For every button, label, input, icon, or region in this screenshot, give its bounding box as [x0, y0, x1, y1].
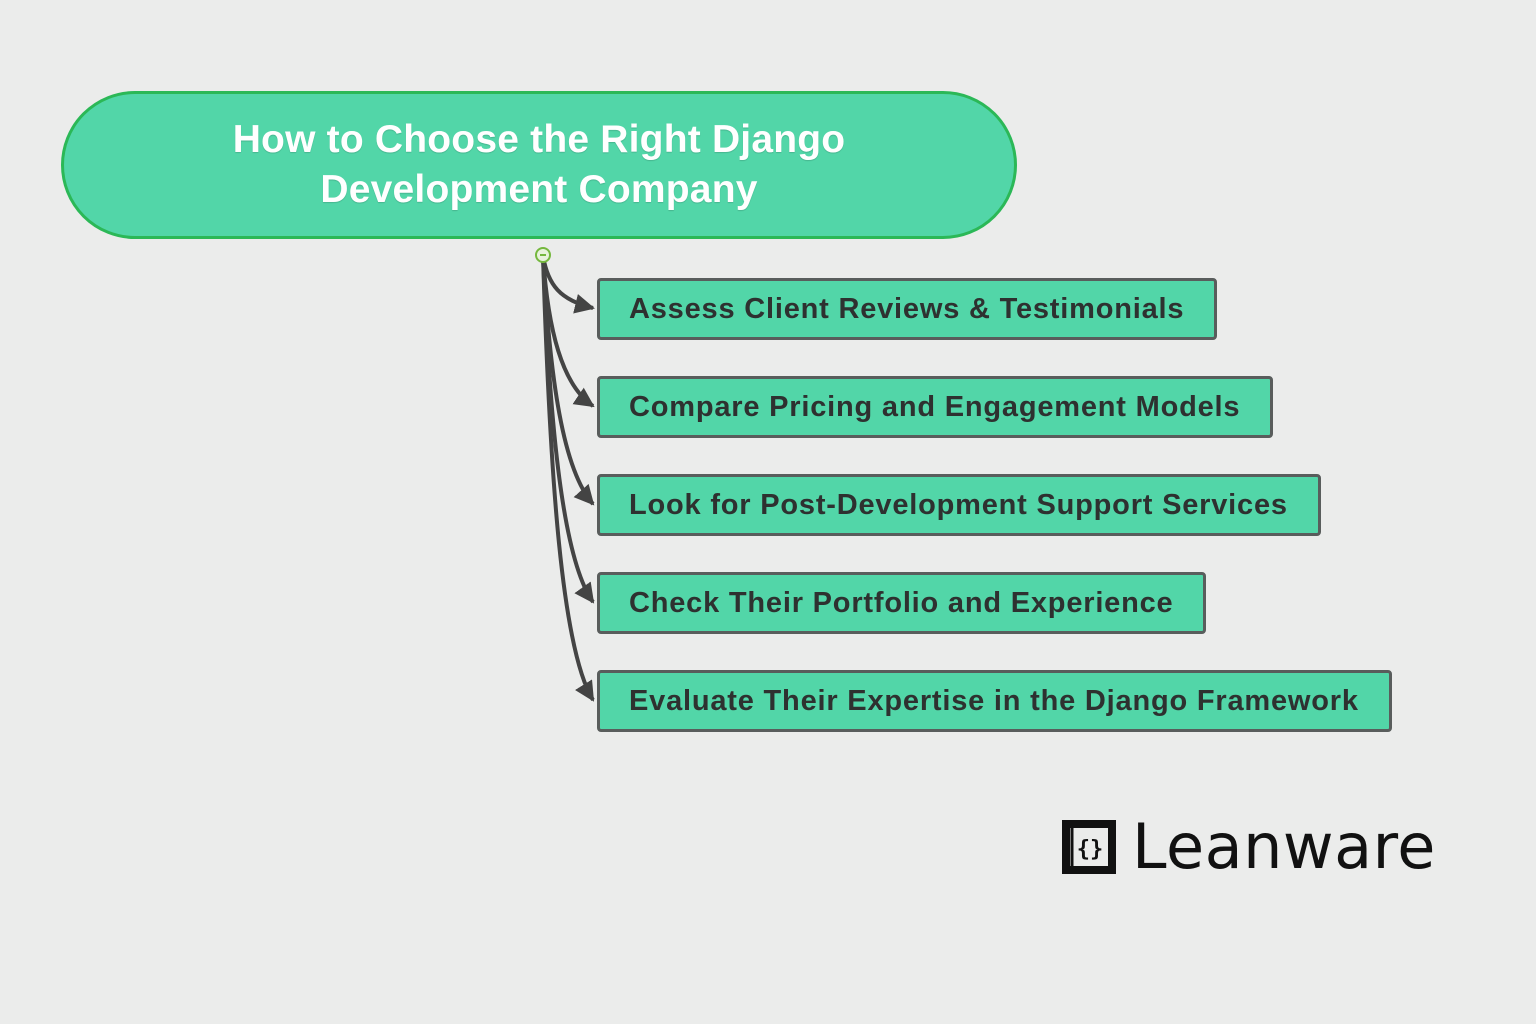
connector-line-1	[541, 255, 595, 314]
child-label: Compare Pricing and Engagement Models	[629, 390, 1241, 423]
svg-text:{}: {}	[1077, 837, 1104, 862]
child-node-support[interactable]: Look for Post-Development Support Servic…	[597, 474, 1321, 536]
child-label: Assess Client Reviews & Testimonials	[629, 292, 1185, 325]
child-node-pricing[interactable]: Compare Pricing and Engagement Models	[597, 376, 1274, 438]
child-label: Check Their Portfolio and Experience	[629, 586, 1174, 619]
root-title: How to Choose the Right Django Developme…	[232, 118, 846, 211]
bracket-box-logo-icon: {}	[1062, 819, 1116, 874]
child-node-django-expertise[interactable]: Evaluate Their Expertise in the Django F…	[597, 670, 1392, 732]
connector-line-2	[541, 255, 595, 408]
child-node-portfolio[interactable]: Check Their Portfolio and Experience	[597, 572, 1207, 634]
connector-line-3	[541, 255, 595, 506]
child-label: Evaluate Their Expertise in the Django F…	[629, 684, 1359, 717]
logo-text: Leanware	[1132, 810, 1436, 883]
leanware-logo: {} Leanware	[1060, 810, 1436, 883]
child-node-client-reviews[interactable]: Assess Client Reviews & Testimonials	[597, 278, 1218, 340]
child-label: Look for Post-Development Support Servic…	[629, 488, 1288, 521]
connector-line-5	[541, 255, 595, 702]
connector-line-4	[541, 255, 595, 604]
root-node[interactable]: How to Choose the Right Django Developme…	[61, 91, 1017, 239]
collapse-toggle-icon[interactable]	[535, 247, 551, 263]
